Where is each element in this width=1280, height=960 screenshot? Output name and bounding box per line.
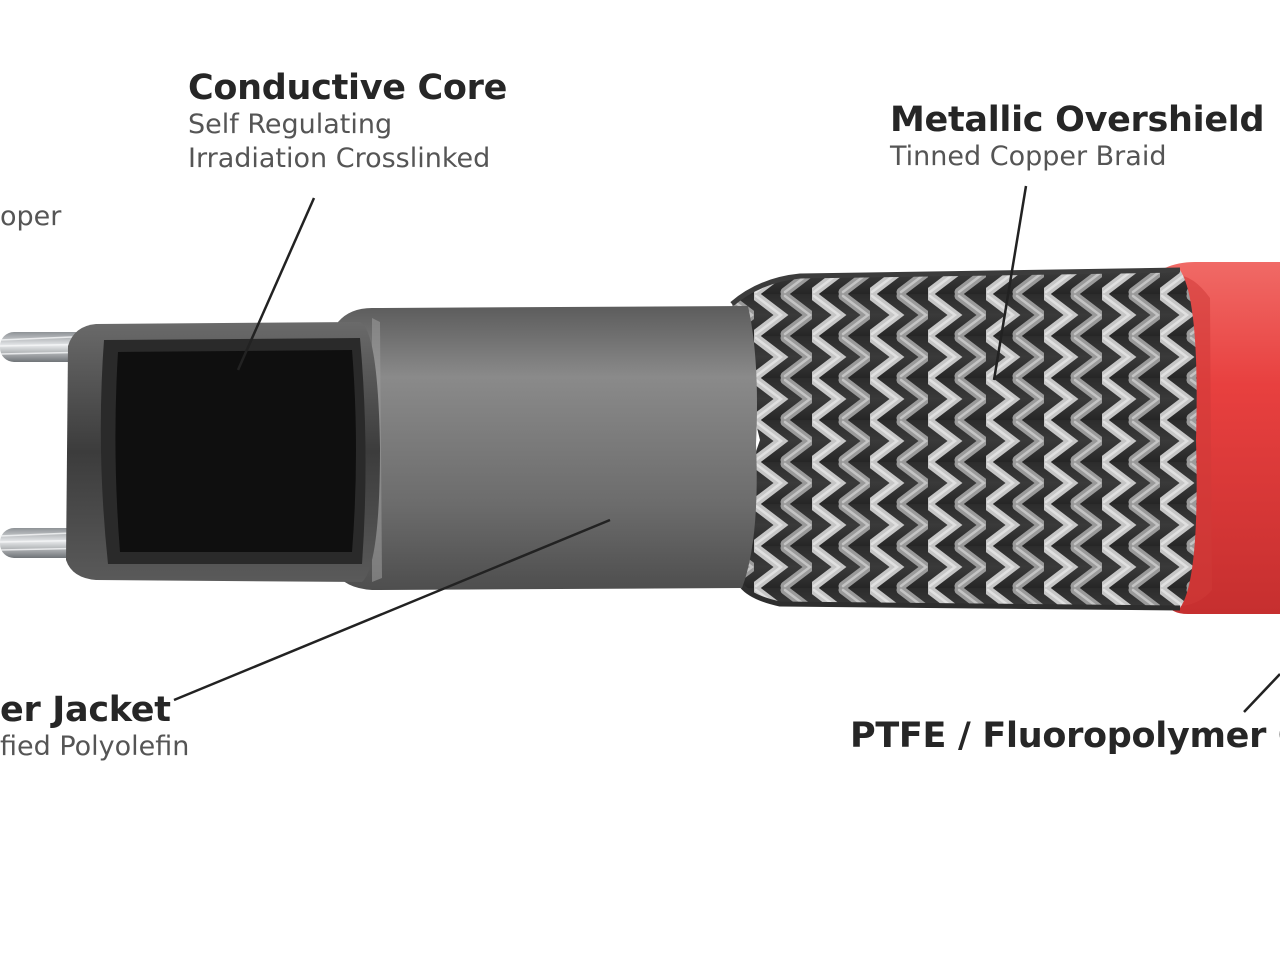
leader-line-outer-jacket [1243,673,1280,713]
leader-lines [173,185,1280,713]
label-metallic-overshield-title: Metallic Overshield [890,100,1265,140]
label-conductive-core-title: Conductive Core [188,68,508,108]
label-bus-wire: oper [0,200,61,234]
label-inner-jacket-line-1: fied Polyolefin [0,731,190,762]
label-inner-jacket-title: er Jacket [0,690,171,730]
label-inner-jacket: er Jacket fied Polyolefin [0,690,189,764]
label-conductive-core-line-1: Self Regulating [188,109,393,140]
label-conductive-core: Conductive Core Self Regulating Irradiat… [188,68,507,176]
label-bus-wire-line-1: oper [0,201,62,232]
leader-line-inner-jacket [173,518,611,702]
braid-layer [730,267,1197,611]
label-conductive-core-line-2: Irradiation Crosslinked [188,143,491,174]
label-outer-jacket: PTFE / Fluoropolymer C [850,716,1280,756]
leader-line-metallic-overshield [992,185,1028,381]
label-metallic-overshield: Metallic Overshield Tinned Copper Braid [890,100,1265,174]
leader-line-conductive-core [236,197,316,371]
label-metallic-overshield-line-1: Tinned Copper Braid [890,141,1167,172]
label-outer-jacket-title: PTFE / Fluoropolymer C [850,716,1280,756]
conductive-core-layer [66,322,380,582]
